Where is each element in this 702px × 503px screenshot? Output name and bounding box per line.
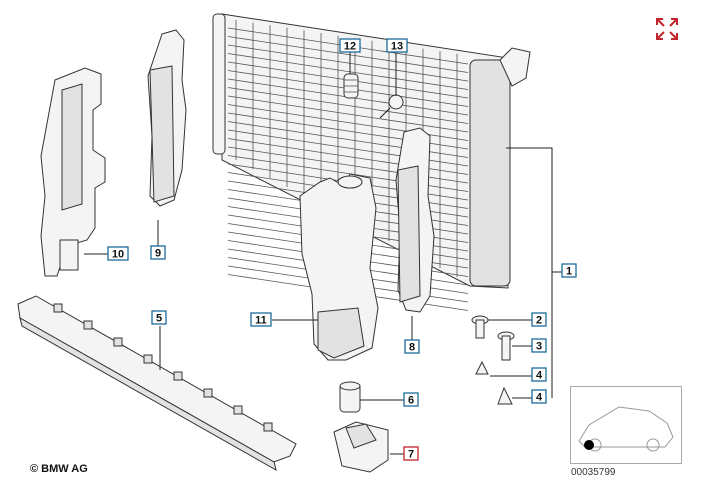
callout-c10[interactable]: 10 [107,246,129,261]
callout-c7[interactable]: 7 [403,446,419,461]
callout-label: 5 [156,313,162,325]
rubber-bushing [339,381,361,413]
callout-c4b[interactable]: 4 [531,389,547,404]
location-marker-icon [584,440,594,450]
grommet-4b [497,386,513,405]
callout-label: 4 [536,392,543,404]
expand-icon [656,18,678,40]
callout-label: 12 [344,41,356,53]
left-air-duct-bracket [40,67,106,277]
right-side-bracket [395,127,435,313]
callout-label: 3 [536,341,542,353]
car-outline-icon [578,406,674,452]
callout-label: 10 [112,249,124,261]
callout-label: 1 [566,266,572,278]
callout-c6[interactable]: 6 [403,392,419,407]
radiator [212,13,531,311]
lower-radiator-mounting-strip [17,295,297,472]
callout-label: 8 [409,342,415,354]
grommet-4a [475,360,489,375]
callout-label: 13 [391,41,403,53]
callout-c5[interactable]: 5 [151,310,167,325]
callout-c11[interactable]: 11 [250,312,272,327]
callout-label: 4 [536,370,543,382]
bleed-screw-plug [343,73,359,99]
copyright-text: © BMW AG [30,463,88,475]
callout-c8[interactable]: 8 [404,339,420,354]
mounting-bracket [333,421,389,473]
slim-side-bracket [147,29,187,207]
callout-c13[interactable]: 13 [386,38,408,53]
callout-c2[interactable]: 2 [531,312,547,327]
callout-c12[interactable]: 12 [339,38,361,53]
callout-c9[interactable]: 9 [150,245,166,260]
diagram-number: 00035799 [571,467,616,478]
expand-button[interactable] [654,16,680,42]
callout-label: 2 [536,315,542,327]
callout-label: 6 [408,395,414,407]
callout-c4a[interactable]: 4 [531,367,547,382]
expansion-tank [299,173,379,361]
callout-c1[interactable]: 1 [561,263,577,278]
vehicle-locator-thumbnail[interactable] [570,386,682,464]
screw [379,94,404,119]
callout-label: 7 [408,449,414,461]
rubber-mount-3 [497,331,515,361]
leader-lines [84,52,562,455]
callout-c3[interactable]: 3 [531,338,547,353]
rubber-mount-2 [471,315,489,339]
callout-label: 9 [155,248,161,260]
callout-label: 11 [255,315,267,327]
